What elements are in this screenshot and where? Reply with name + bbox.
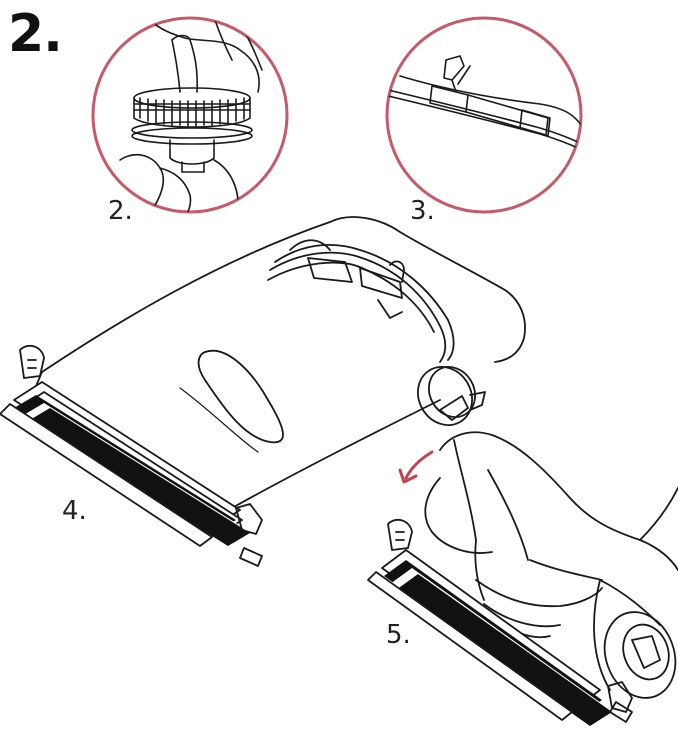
step-label-2: 2. [108, 196, 133, 226]
step-label-5: 5. [386, 620, 411, 650]
page-heading: 2. [8, 4, 63, 64]
rolled-closure-strip [367, 549, 612, 726]
bag-laid-flat-icon [0, 216, 526, 567]
step-label-3: 3. [410, 196, 435, 226]
rolling-bag-icon [367, 431, 678, 726]
step-label-4: 4. [62, 496, 87, 526]
rotating-bottle-cap-icon [91, 16, 289, 214]
bag-closure-strip [0, 381, 250, 547]
tube-clip-icon [385, 16, 583, 214]
